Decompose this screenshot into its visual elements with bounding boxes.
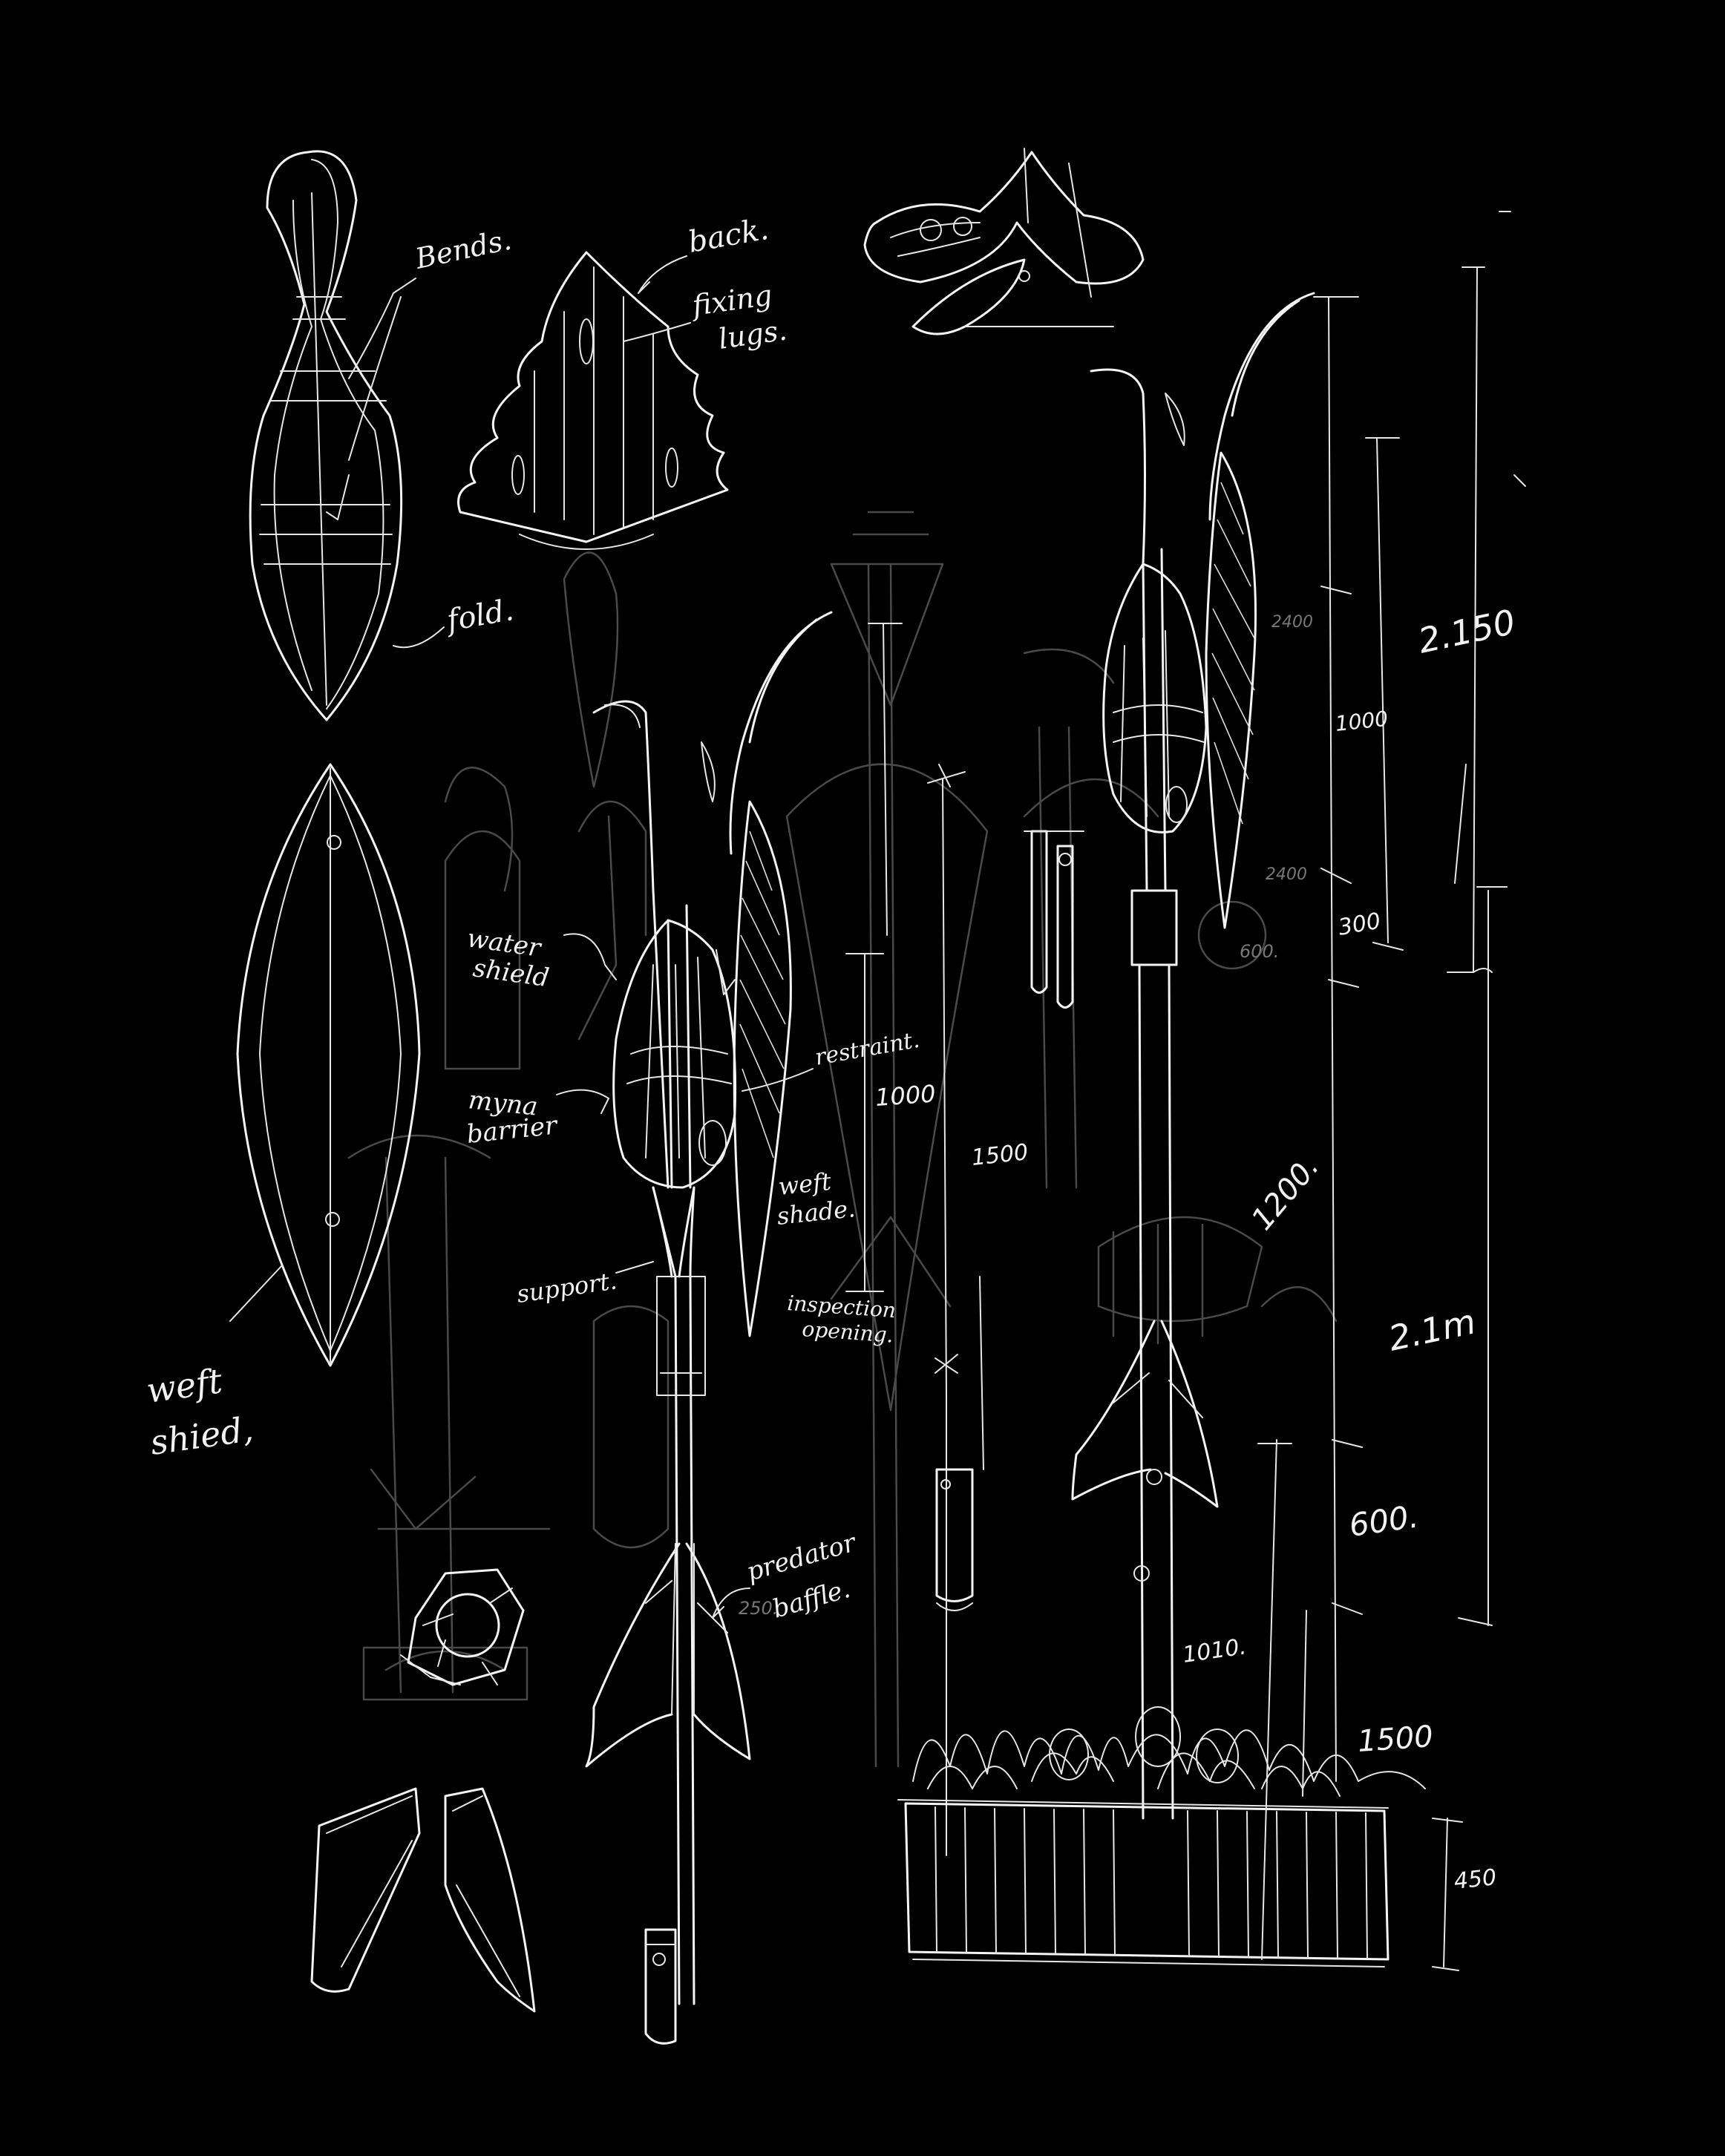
label-back: back. bbox=[686, 212, 771, 260]
dim-1200: 1200. bbox=[1245, 1150, 1326, 1236]
ghost-dim-250: 250. bbox=[739, 1598, 778, 1619]
dim-1000-right: 1000 bbox=[1334, 707, 1389, 736]
leader-support bbox=[615, 1261, 654, 1274]
dim-300: 300 bbox=[1336, 908, 1382, 940]
dim-1500-centre: 1500 bbox=[970, 1139, 1030, 1171]
label-predator-baffle-2: baffle. bbox=[769, 1574, 853, 1625]
label-weft-shield-2: shied, bbox=[148, 1409, 255, 1463]
head-plan-detail bbox=[863, 148, 1145, 335]
label-fold: fold. bbox=[442, 593, 517, 638]
dim-2150: 2.150 bbox=[1415, 602, 1519, 661]
label-myna-barrier-1: myna bbox=[467, 1085, 539, 1122]
leader-restraint bbox=[742, 1068, 814, 1092]
leader-bends bbox=[348, 278, 416, 379]
leader-predator-baffle bbox=[712, 1587, 750, 1619]
ghost-dim-2400: 2400 bbox=[1271, 613, 1313, 632]
label-fixing-lugs-2: lugs. bbox=[716, 313, 789, 355]
dim-1500-base: 1500 bbox=[1356, 1720, 1434, 1759]
secondary-elevation bbox=[927, 764, 984, 1856]
leader-fold bbox=[393, 626, 445, 649]
leader-weft-shield bbox=[229, 1265, 283, 1322]
ghost-sketch-layer: 2400 2400 250. 600. bbox=[347, 511, 1338, 1768]
shield-flat-view bbox=[236, 763, 421, 1367]
label-weft-shade-1: weft bbox=[777, 1167, 833, 1201]
label-restraint: restraint. bbox=[813, 1027, 921, 1071]
leader-myna-barrier bbox=[556, 1089, 609, 1114]
leader-back bbox=[638, 255, 687, 294]
leader-fixing-lugs bbox=[623, 322, 691, 342]
label-fixing-lugs-1: fixing bbox=[688, 278, 774, 322]
label-bends: Bends. bbox=[412, 223, 514, 275]
leader-water-shield bbox=[563, 933, 617, 980]
split-baffle-detail bbox=[310, 1787, 536, 2013]
label-weft-shield-1: weft bbox=[144, 1360, 225, 1411]
dim-2-1m: 2.1m bbox=[1385, 1301, 1479, 1358]
label-support: support. bbox=[515, 1266, 619, 1308]
right-elevation bbox=[897, 211, 1526, 1971]
shield-folded-view bbox=[249, 150, 403, 721]
hex-collar-detail bbox=[400, 1568, 525, 1686]
label-myna-barrier-2: barrier bbox=[465, 1110, 560, 1150]
dim-1010: 1010. bbox=[1181, 1634, 1248, 1668]
label-water-shield-2: shield bbox=[471, 953, 551, 993]
ghost-dim-2400b: 2400 bbox=[1266, 865, 1307, 884]
dim-450: 450 bbox=[1453, 1864, 1498, 1895]
centre-elevation bbox=[585, 611, 903, 2045]
dim-1000-centre: 1000 bbox=[874, 1079, 937, 1112]
shield-back-view bbox=[457, 251, 729, 550]
ghost-dim-600: 600. bbox=[1240, 941, 1279, 962]
dim-600: 600. bbox=[1347, 1498, 1421, 1544]
